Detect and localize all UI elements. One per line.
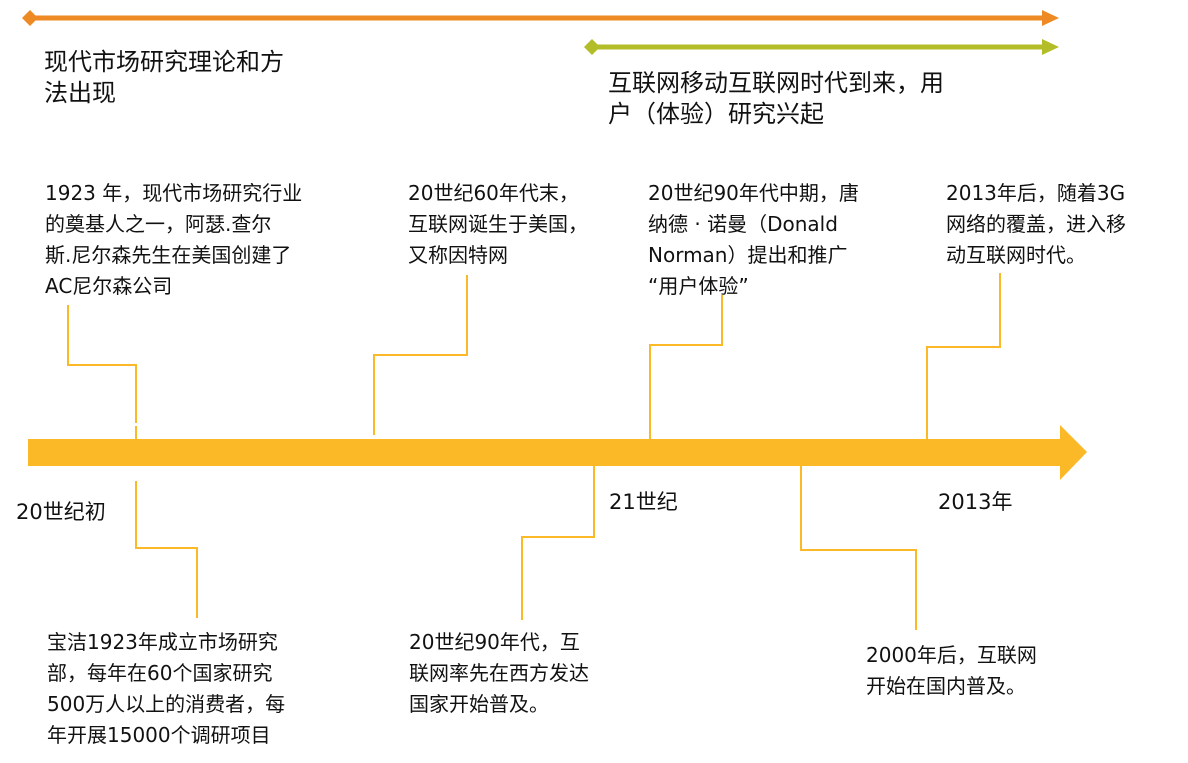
connector-pg xyxy=(135,481,198,618)
era-label-internet: 互联网移动互联网时代到来，用 户（体验）研究兴起 xyxy=(608,69,944,128)
event-1923-nielsen: 1923 年，现代市场研究行业 的奠基人之一，阿瑟.查尔 斯.尼尔森先生在美国创… xyxy=(45,181,303,298)
event-1990s-west: 20世纪90年代，互 联网率先在西方发达 国家开始普及。 xyxy=(409,630,589,716)
connector-1960s xyxy=(373,275,468,435)
axis-label-21st: 21世纪 xyxy=(609,490,678,514)
connector-1990s-west xyxy=(521,466,595,620)
event-1960s-internet: 20世纪60年代末， 互联网诞生于美国， 又称因特网 xyxy=(408,181,588,267)
era-arrow-internet xyxy=(584,39,1059,55)
connector-2000 xyxy=(800,466,917,630)
axis-label-early-20th: 20世纪初 xyxy=(16,500,106,524)
event-2013-mobile: 2013年后，随着3G 网络的覆盖，进入移 动互联网时代。 xyxy=(946,181,1126,267)
event-1923-pg: 宝洁1923年成立市场研究 部，每年在60个国家研究 500万人以上的消费者，每… xyxy=(47,630,286,747)
main-timeline-arrow xyxy=(28,425,1087,480)
connector-1990s-ux xyxy=(649,295,723,439)
era-arrow-market-research xyxy=(22,10,1059,26)
event-2000-china: 2000年后，互联网 开始在国内普及。 xyxy=(866,643,1037,698)
event-1990s-ux: 20世纪90年代中期，唐 纳德 · 诺曼（Donald Norman）提出和推广… xyxy=(648,181,859,298)
era-label-market-research: 现代市场研究理论和方 法出现 xyxy=(44,48,284,107)
connector-1923 xyxy=(67,305,137,423)
axis-label-2013: 2013年 xyxy=(938,490,1013,514)
connector-2013 xyxy=(926,273,1001,439)
